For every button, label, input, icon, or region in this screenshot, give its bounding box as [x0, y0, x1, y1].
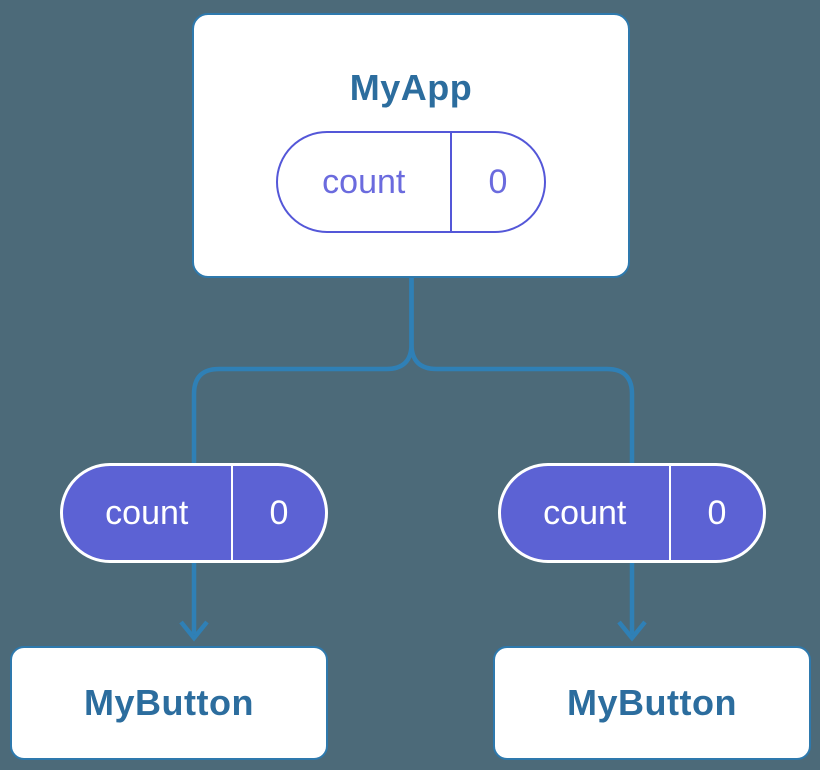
pill-divider	[230, 466, 233, 560]
state-pill-myapp: count 0	[276, 131, 546, 233]
pill-divider	[668, 466, 671, 560]
state-name: count	[322, 162, 406, 201]
component-node-mybutton-left: MyButton	[10, 646, 328, 760]
prop-pill-left: count 0	[60, 463, 328, 563]
prop-name: count	[105, 493, 189, 532]
node-title-myapp: MyApp	[349, 67, 473, 108]
prop-name: count	[543, 493, 627, 532]
pill-divider	[449, 133, 452, 231]
prop-value: 0	[269, 493, 289, 532]
node-title-mybutton-right: MyButton	[567, 682, 737, 723]
root-to-left-child-connector	[191, 278, 414, 634]
root-to-right-child-connector	[409, 278, 635, 634]
right-arrowhead-icon	[617, 620, 647, 642]
prop-value: 0	[707, 493, 727, 532]
component-node-mybutton-right: MyButton	[493, 646, 811, 760]
component-node-myapp: MyApp count 0	[192, 13, 630, 278]
left-arrowhead-icon	[179, 620, 209, 642]
node-title-mybutton-left: MyButton	[84, 682, 254, 723]
prop-pill-right: count 0	[498, 463, 766, 563]
state-value: 0	[488, 162, 508, 201]
